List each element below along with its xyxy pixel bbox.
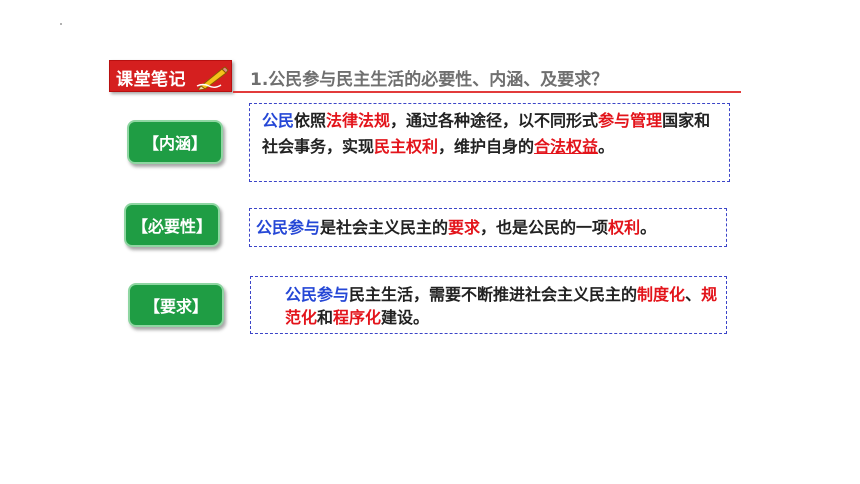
text-segment: 民主生活，需要不断推进社会主义民主的 xyxy=(349,285,638,304)
corner-dot xyxy=(60,23,62,25)
question-heading: 1.公民参与民主生活的必要性、内涵、及要求？ xyxy=(250,70,609,90)
text-segment: 国家和社会事务，实现 xyxy=(262,111,711,156)
class-notes-badge: 课堂笔记 xyxy=(109,60,232,92)
text-segment: 是社会主义民主的 xyxy=(320,218,449,237)
heading-underline xyxy=(233,91,741,93)
text-segment: 依照 xyxy=(294,111,327,130)
text-segment: 公民参与 xyxy=(285,285,350,304)
text-segment: 、 xyxy=(685,285,702,304)
requirements-box: 公民参与民主生活，需要不断推进社会主义民主的制度化、规范化和程序化建设。 xyxy=(250,276,727,334)
text-segment: ，维护自身的 xyxy=(438,137,535,156)
text-segment: 民主权利 xyxy=(374,137,439,156)
text-segment: 权利 xyxy=(608,218,641,237)
text-segment: ，也是公民的一项 xyxy=(480,218,609,237)
connotation-box: 公民依照法律法规，通过各种途径，以不同形式参与管理国家和社会事务，实现民主权利，… xyxy=(249,103,730,182)
text-segment: 。 xyxy=(640,218,657,237)
text-segment: 。 xyxy=(598,137,615,156)
text-segment: 公民参与 xyxy=(256,218,321,237)
text-segment: 要求 xyxy=(448,218,481,237)
tag-necessity: 【必要性】 xyxy=(124,203,220,247)
text-segment: 合法权益 xyxy=(534,137,599,156)
text-segment: 制度化 xyxy=(637,285,686,304)
necessity-box: 公民参与是社会主义民主的要求，也是公民的一项权利。 xyxy=(249,208,727,247)
text-segment: ，通过各种途径，以不同形式 xyxy=(390,111,599,130)
text-segment: 法律法规 xyxy=(326,111,391,130)
text-segment: 公民 xyxy=(262,111,295,130)
badge-label: 课堂笔记 xyxy=(116,70,186,90)
text-segment: 程序化 xyxy=(333,308,382,327)
pencil-icon xyxy=(196,66,229,90)
text-segment: 参与管理 xyxy=(598,111,663,130)
tag-connotation: 【内涵】 xyxy=(127,120,223,164)
text-segment: 和 xyxy=(317,308,334,327)
tag-requirements: 【要求】 xyxy=(128,283,224,327)
text-segment: 规范化 xyxy=(285,285,718,327)
text-segment: 建设。 xyxy=(381,308,430,327)
